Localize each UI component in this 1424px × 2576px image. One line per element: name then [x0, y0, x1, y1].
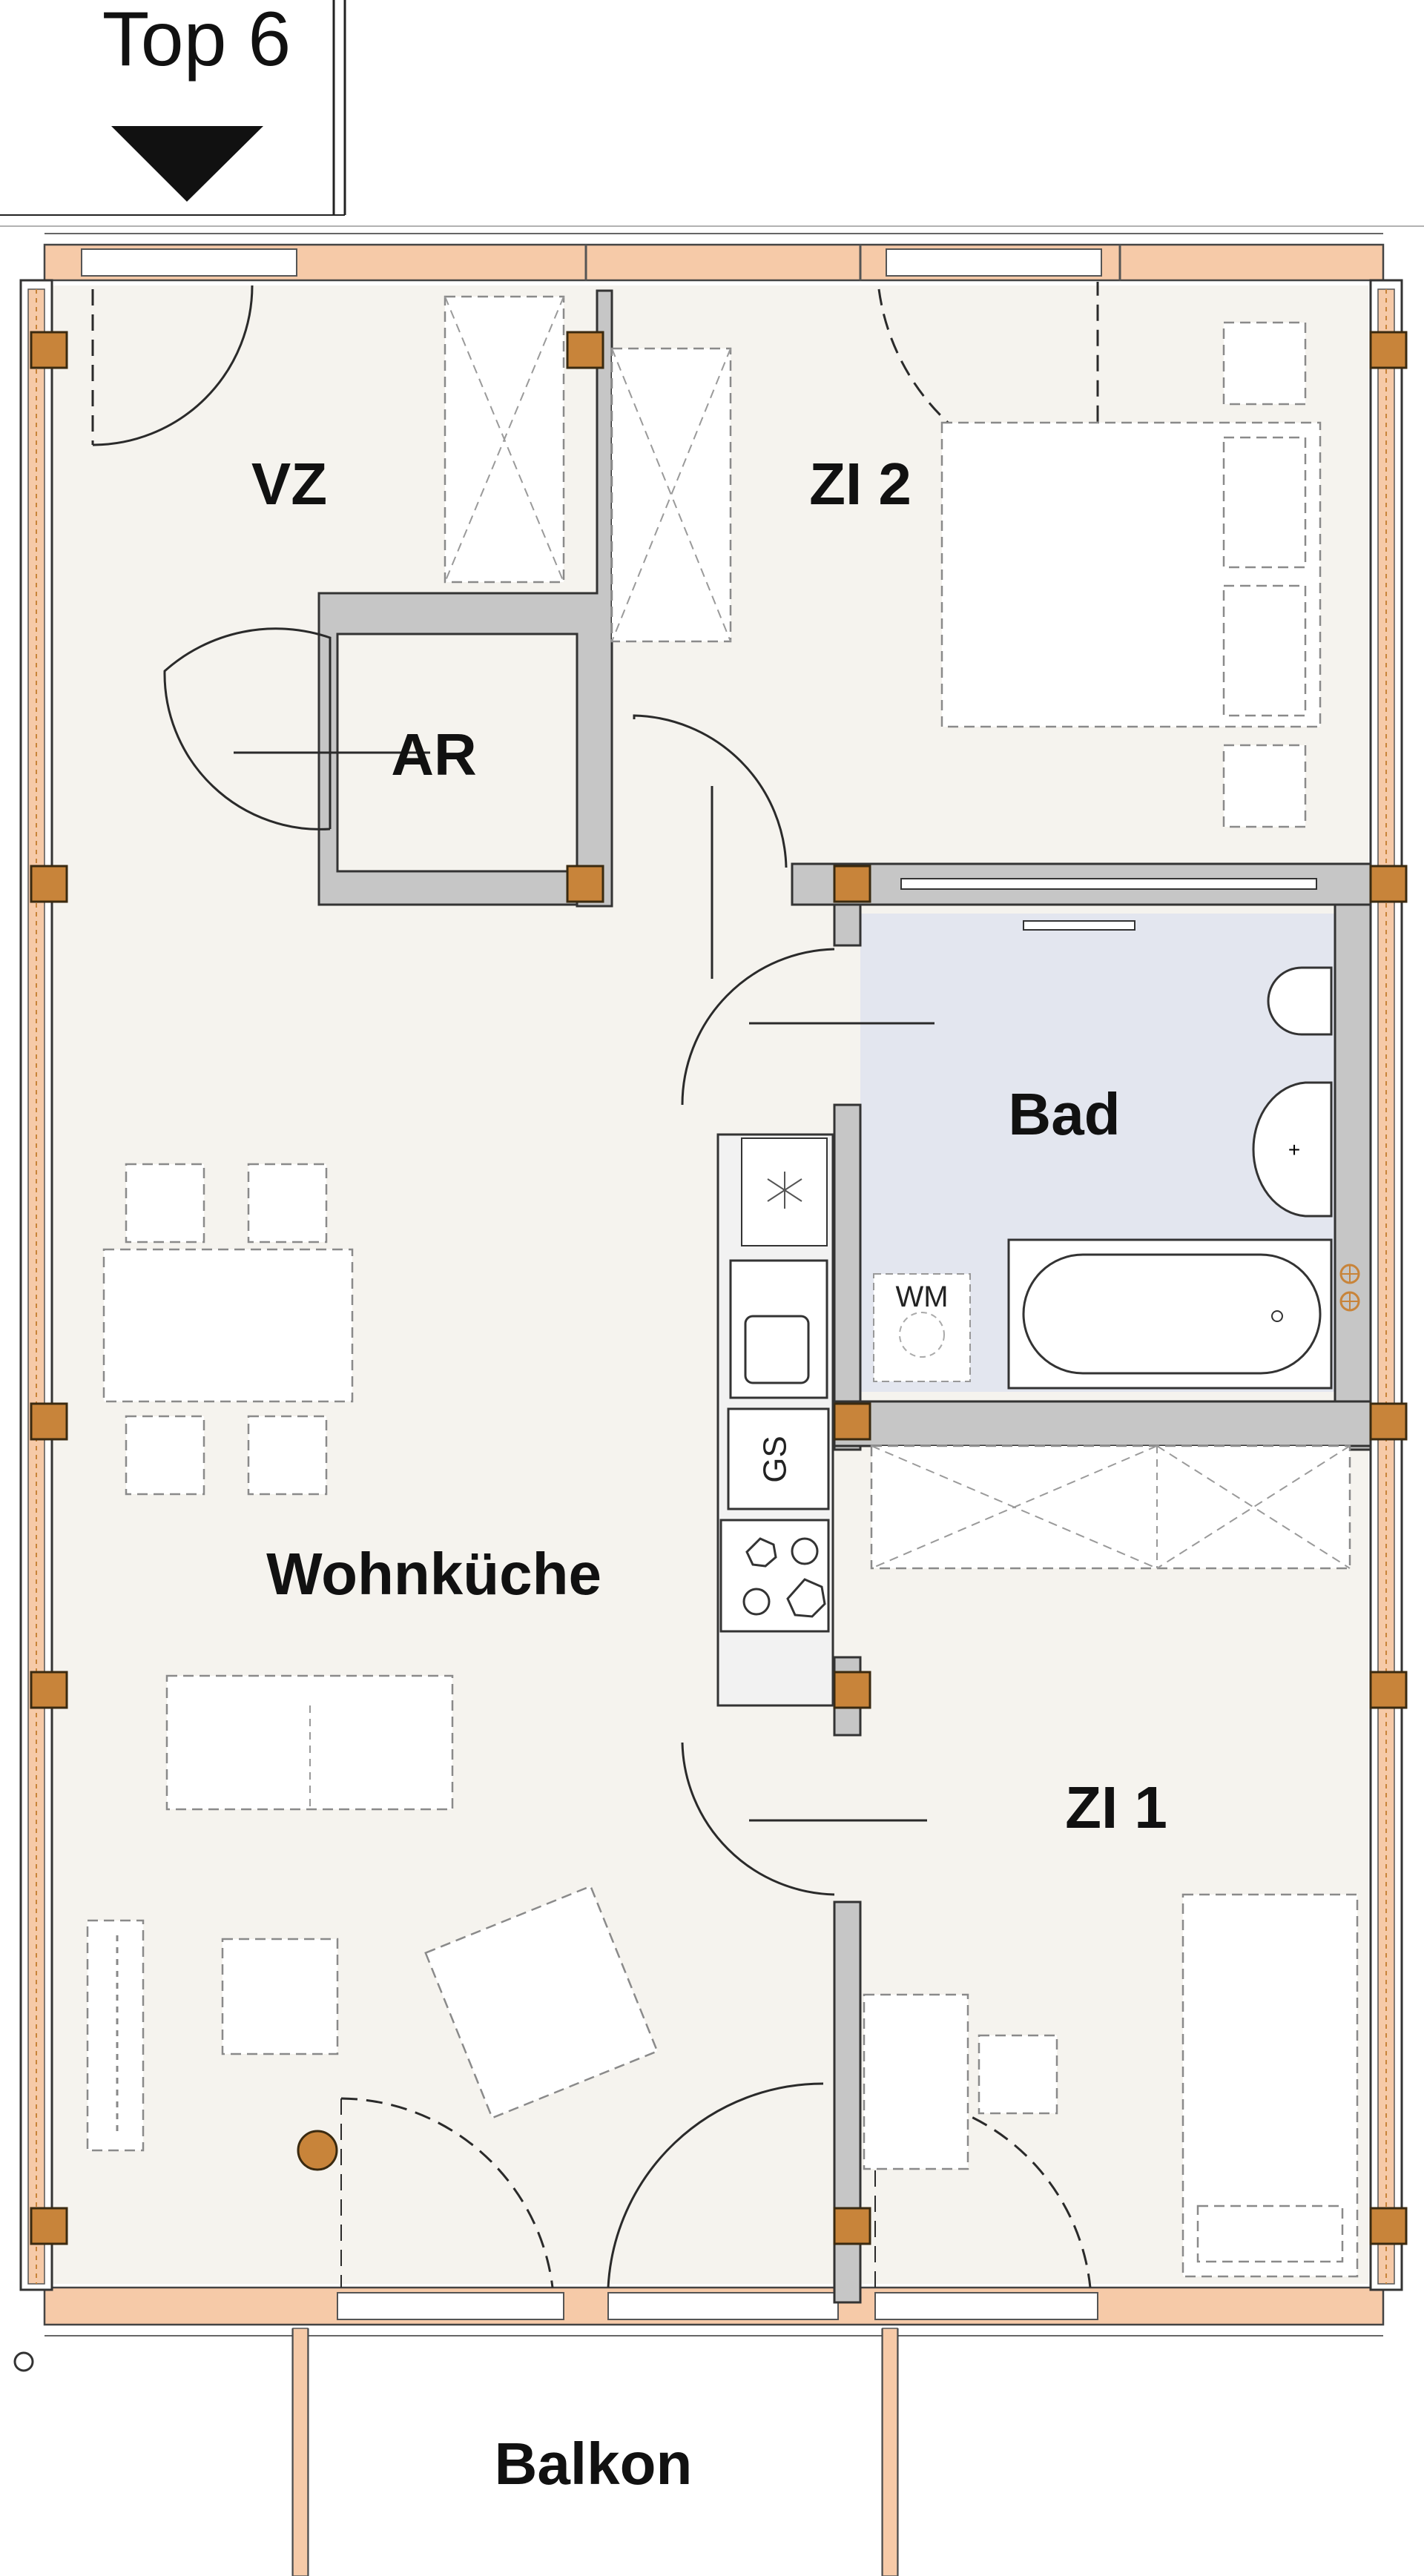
balcony-outline [13, 2328, 899, 2576]
dishwasher-label: GS [757, 1436, 794, 1483]
washing-machine-label: WM [895, 1281, 948, 1313]
doors [91, 282, 1099, 2288]
room-label-bad: Bad [1008, 1081, 1120, 1147]
top-facade-windows [43, 233, 1385, 282]
room-label-balkon: Balkon [495, 2431, 693, 2497]
north-arrow-icon [111, 126, 263, 202]
room-label-zi2: ZI 2 [809, 451, 912, 517]
round-column-icon [297, 2130, 338, 2171]
floor-balcony [297, 2328, 883, 2576]
room-label-ar: AR [391, 721, 477, 787]
structural-columns [30, 331, 1408, 2245]
room-label-wohnkueche: Wohnküche [266, 1541, 601, 1607]
left-exterior-wall [19, 279, 53, 2291]
svg-text:+: + [1288, 1138, 1300, 1161]
bottom-facade-windows [43, 2286, 1385, 2336]
bathroom-fixtures: + WM [873, 878, 1360, 1390]
interior-walls [317, 289, 1372, 2304]
right-exterior-wall [1369, 279, 1403, 2291]
kitchen-counter: GS [716, 1133, 834, 1707]
furniture [86, 295, 1359, 2278]
unit-label: Top 6 [102, 0, 291, 82]
room-label-vz: VZ [251, 451, 327, 517]
room-label-zi1: ZI 1 [1065, 1774, 1167, 1840]
